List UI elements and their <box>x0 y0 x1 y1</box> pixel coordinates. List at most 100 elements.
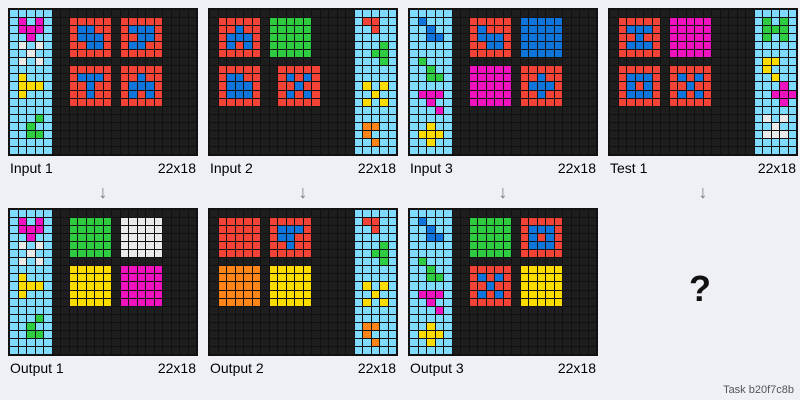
grid-cell <box>163 234 171 242</box>
grid-cell <box>78 250 86 258</box>
grid-cell <box>52 258 60 266</box>
grid-cell <box>269 306 277 314</box>
grid-cell <box>303 234 311 242</box>
grid-cell <box>478 338 486 346</box>
grid-cell <box>771 58 779 66</box>
grid-cell <box>61 234 69 242</box>
grid-cell <box>546 218 554 226</box>
grid-cell <box>78 114 86 122</box>
grid-cell <box>10 26 18 34</box>
grid-cell <box>371 218 379 226</box>
grid-cell <box>235 42 243 50</box>
grid-cell <box>686 130 694 138</box>
grid-cell <box>269 242 277 250</box>
grid-cell <box>35 298 43 306</box>
grid-cell <box>312 42 320 50</box>
grid-cell <box>444 10 452 18</box>
grid-cell <box>269 130 277 138</box>
grid-cell <box>252 82 260 90</box>
grid-cell <box>154 218 162 226</box>
grid-cell <box>529 298 537 306</box>
grid-cell <box>763 90 771 98</box>
grid-cell <box>580 74 588 82</box>
grid-cell <box>729 138 737 146</box>
grid-cell <box>312 330 320 338</box>
grid-cell <box>788 114 796 122</box>
grid-cell <box>563 82 571 90</box>
grid-cell <box>469 66 477 74</box>
grid-cell <box>227 34 235 42</box>
grid-cell <box>171 226 179 234</box>
grid-cell <box>363 322 371 330</box>
grid-cell <box>52 210 60 218</box>
grid-cell <box>78 210 86 218</box>
grid-cell <box>563 26 571 34</box>
grid-cell <box>737 74 745 82</box>
grid-cell <box>571 346 579 354</box>
grid-cell <box>120 298 128 306</box>
grid-cell <box>746 106 754 114</box>
grid-cell <box>788 18 796 26</box>
grid-cell <box>495 242 503 250</box>
grid-cell <box>129 18 137 26</box>
grid-cell <box>512 338 520 346</box>
grid-cell <box>10 306 18 314</box>
grid-cell <box>554 114 562 122</box>
grid-cell <box>703 18 711 26</box>
grid-cell <box>154 330 162 338</box>
grid-cell <box>712 58 720 66</box>
grid-cell <box>669 74 677 82</box>
grid-cell <box>418 322 426 330</box>
grid-cell <box>278 274 286 282</box>
grid-cell <box>278 242 286 250</box>
grid-cell <box>244 130 252 138</box>
grid-cell <box>52 34 60 42</box>
grid-cell <box>10 130 18 138</box>
grid-cell <box>227 242 235 250</box>
grid-cell <box>418 34 426 42</box>
grid-cell <box>771 138 779 146</box>
grid-cell <box>380 314 388 322</box>
grid-cell <box>227 250 235 258</box>
grid-cell <box>410 290 418 298</box>
grid-cell <box>661 34 669 42</box>
grid-cell <box>346 146 354 154</box>
grid-cell <box>303 82 311 90</box>
grid-cell <box>278 146 286 154</box>
grid-cell <box>486 10 494 18</box>
grid-cell <box>537 298 545 306</box>
grid-cell <box>44 42 52 50</box>
grid-cell <box>371 74 379 82</box>
grid-cell <box>154 74 162 82</box>
grid-cell <box>537 314 545 322</box>
grid-cell <box>554 322 562 330</box>
grid-cell <box>788 106 796 114</box>
grid-cell <box>546 90 554 98</box>
grid-cell <box>218 218 226 226</box>
grid-cell <box>410 82 418 90</box>
grid-cell <box>103 258 111 266</box>
grid-cell <box>410 98 418 106</box>
grid-cell <box>346 298 354 306</box>
grid-cell <box>86 42 94 50</box>
grid-cell <box>618 74 626 82</box>
grid-cell <box>27 322 35 330</box>
grid-cell <box>103 298 111 306</box>
grid-cell <box>278 130 286 138</box>
grid-cell <box>252 210 260 218</box>
grid-cell <box>695 66 703 74</box>
grid-cell <box>337 274 345 282</box>
grid-cell <box>269 90 277 98</box>
grid-cell <box>61 242 69 250</box>
grid-cell <box>469 274 477 282</box>
grid-cell <box>61 82 69 90</box>
grid-cell <box>252 346 260 354</box>
grid-cell <box>244 34 252 42</box>
grid-cell <box>461 82 469 90</box>
grid-cell <box>563 146 571 154</box>
grid-cell <box>337 282 345 290</box>
grid-cell <box>252 98 260 106</box>
grid-cell <box>435 234 443 242</box>
grid-cell <box>371 266 379 274</box>
